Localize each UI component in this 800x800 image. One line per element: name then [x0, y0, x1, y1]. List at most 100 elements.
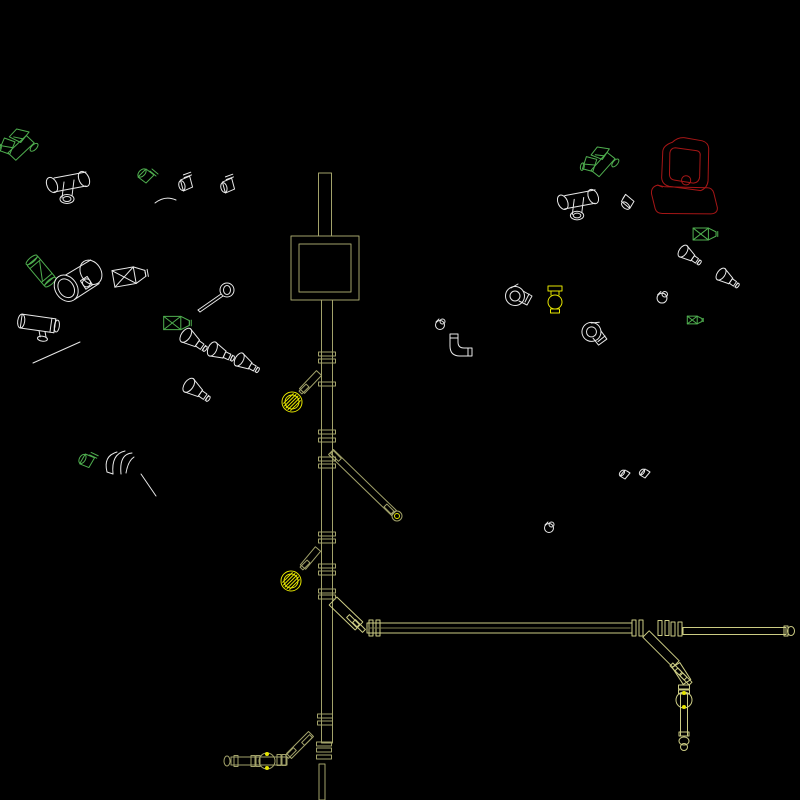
pipe-coupling-band [300, 560, 310, 570]
flanged-fitting [578, 316, 613, 349]
pipe-coupling-band [234, 756, 238, 767]
pipe-coupling-band [353, 620, 366, 633]
pipe-coupling-band [679, 732, 689, 736]
bottom-left-riser [287, 732, 314, 759]
pipe-coupling-band [678, 622, 682, 636]
curve-segment [154, 197, 177, 204]
right-elbow-segment [672, 663, 691, 685]
elbow-45-green [75, 448, 102, 471]
pipe-coupling-band [277, 755, 281, 766]
drain-stem-lower [300, 547, 320, 569]
pipe-coupling-band [319, 438, 336, 442]
pipe-coupling-band [679, 685, 690, 689]
tee-fitting [554, 187, 602, 221]
floor-drain [282, 392, 302, 412]
pipe-coupling-band [318, 714, 333, 718]
test-plug [197, 282, 235, 313]
curved-fitting [105, 450, 135, 475]
pipe-coupling-band [319, 589, 336, 593]
pipe-coupling-band [319, 382, 336, 386]
small-fitting [435, 318, 446, 330]
pipe-coupling-band [282, 755, 286, 766]
pipe-coupling-band [331, 451, 342, 462]
accessories-layer [33, 342, 795, 770]
stray-line [141, 474, 156, 496]
elbow-45 [215, 170, 242, 198]
small-fitting [544, 521, 555, 533]
pipe-coupling-band [632, 620, 636, 636]
pipe-coupling-band [299, 384, 309, 394]
pipe-coupling-band [317, 742, 332, 746]
pipes-layer [231, 173, 788, 800]
reducer [231, 350, 263, 378]
reducer [713, 265, 743, 293]
pipe-fitting [14, 313, 61, 344]
pipe-coupling-band [319, 430, 336, 434]
fittings-layer [0, 122, 743, 533]
pipe-end-cap [788, 627, 795, 636]
urinal-red [646, 134, 719, 220]
horizontal-right [683, 628, 786, 635]
pipe-coupling-band [319, 539, 336, 543]
pipe-coupling-band [317, 755, 332, 759]
pipe-coupling-band [251, 756, 255, 767]
elbow-45-green [135, 166, 159, 184]
branch-45 [329, 449, 397, 515]
wye-side [111, 264, 150, 288]
stray-line [33, 342, 80, 363]
pipe-coupling-band [639, 620, 643, 636]
drain-box-layer [291, 236, 359, 300]
valve-accent [682, 691, 686, 709]
pipe-coupling-band [670, 663, 682, 675]
drain-box [291, 236, 359, 300]
pipe-coupling-band [384, 504, 394, 514]
small-fitting [656, 290, 669, 304]
pipe-end-cap [679, 737, 689, 745]
flanged-fitting [505, 283, 533, 306]
pipe-coupling-band [319, 359, 336, 363]
drain-stem-upper [299, 371, 321, 394]
floor-drain [281, 571, 301, 591]
pipe-coupling-band [665, 621, 669, 636]
elbow-small [617, 468, 631, 480]
wye-double-green [0, 122, 42, 167]
wye-side-green [692, 227, 719, 241]
vent-cap-yellow [547, 285, 563, 314]
reducer [675, 242, 705, 270]
pipe-coupling-band [319, 564, 336, 568]
tee-fitting [43, 169, 93, 204]
elbow-offset [329, 597, 363, 630]
elbow-small [619, 193, 635, 212]
coupling-large [45, 253, 112, 309]
bottom-left-horizontal [231, 757, 287, 765]
pipe-coupling-band [317, 748, 332, 752]
coupling-green [24, 252, 58, 290]
main-riser [322, 300, 333, 743]
pipe-coupling-band [319, 595, 336, 599]
wye-side-green-small [687, 315, 704, 325]
pipe-coupling-band [680, 673, 692, 685]
pipe-coupling-band [286, 748, 297, 759]
pipe-coupling-band [319, 571, 336, 575]
elbow-90 [449, 333, 473, 357]
right-drop [681, 693, 688, 736]
pipe-end-cap [681, 744, 688, 751]
pipe-coupling-band [658, 621, 662, 636]
pipe-end-cap [392, 511, 402, 521]
pipe-coupling-band [319, 352, 336, 356]
main-riser-top [319, 173, 332, 236]
pipe-coupling-band [302, 735, 313, 746]
pipe-coupling-band [347, 615, 360, 628]
wye-double-green [573, 140, 623, 184]
pipe-end-cap [224, 756, 230, 766]
reducer [177, 325, 212, 357]
reducer [180, 375, 215, 407]
valve-accent [265, 752, 269, 770]
pipe-coupling-band [671, 622, 675, 636]
main-riser-bottom [319, 764, 325, 800]
elbow-45 [173, 168, 200, 196]
elbow-small [637, 467, 651, 479]
pipe-end-cap [395, 514, 400, 519]
